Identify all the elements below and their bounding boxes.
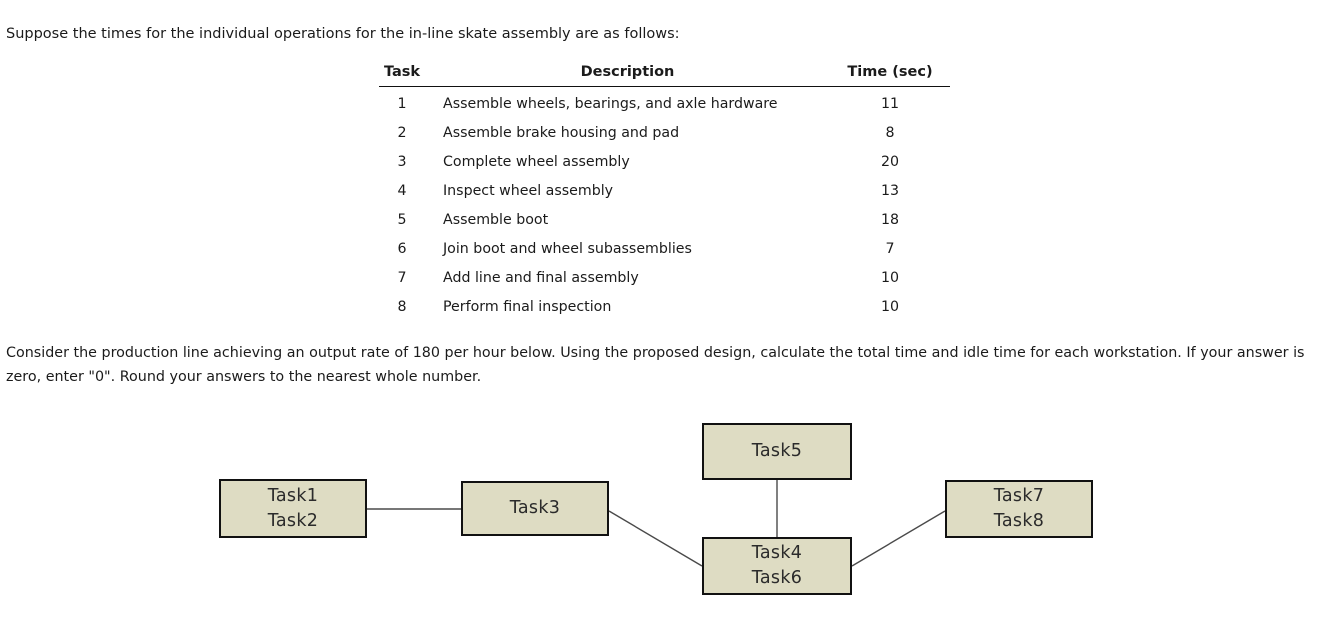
cell-task: 8 xyxy=(397,299,407,315)
diagram-node-station-2[interactable]: Task3 xyxy=(461,481,609,536)
node-label-task7: Task7 xyxy=(993,486,1045,506)
diagram-node-station-3[interactable]: Task5 xyxy=(702,423,852,480)
table-row: 6 Join boot and wheel subassemblies 7 xyxy=(379,235,950,264)
cell-description: Inspect wheel assembly xyxy=(443,183,614,199)
cell-time: 20 xyxy=(880,154,900,170)
cell-task: 6 xyxy=(397,241,407,257)
node-label-task4: Task4 xyxy=(751,543,803,563)
column-header-time: Time (sec) xyxy=(830,64,950,87)
task-time-table: Task Description Time (sec) 1 Assemble w… xyxy=(379,64,950,322)
cell-task: 4 xyxy=(397,183,407,199)
cell-time: 18 xyxy=(880,212,900,228)
table-row: 2 Assemble brake housing and pad 8 xyxy=(379,119,950,148)
node-label-task5: Task5 xyxy=(751,441,803,461)
cell-description: Join boot and wheel subassemblies xyxy=(443,241,692,257)
cell-description: Assemble wheels, bearings, and axle hard… xyxy=(443,96,778,112)
table-row: 4 Inspect wheel assembly 13 xyxy=(379,177,950,206)
node-label-task3: Task3 xyxy=(509,498,561,518)
node-label-task2: Task2 xyxy=(267,510,319,531)
table-header-row: Task Description Time (sec) xyxy=(379,64,950,87)
question-prompt: Consider the production line achieving a… xyxy=(6,341,1312,389)
node-label-task6: Task6 xyxy=(751,568,803,588)
cell-time: 10 xyxy=(880,270,900,286)
cell-task: 3 xyxy=(397,154,407,170)
diagram-connectors xyxy=(367,480,946,567)
connector-station2-station4 xyxy=(608,510,703,567)
cell-time: 10 xyxy=(880,299,900,315)
connector-station4-station5 xyxy=(851,510,946,567)
cell-time: 11 xyxy=(880,96,900,112)
cell-task: 5 xyxy=(397,212,407,228)
node-label-task1: Task1 xyxy=(267,485,319,506)
cell-task: 2 xyxy=(397,125,407,141)
cell-time: 7 xyxy=(885,241,895,257)
cell-description: Complete wheel assembly xyxy=(443,154,630,170)
table-row: 7 Add line and final assembly 10 xyxy=(379,264,950,293)
diagram-node-station-1[interactable]: Task1 Task2 xyxy=(219,479,367,538)
cell-description: Perform final inspection xyxy=(443,299,612,315)
diagram-node-station-4[interactable]: Task4 Task6 xyxy=(702,537,852,595)
node-label-task8: Task8 xyxy=(993,511,1045,531)
cell-task: 7 xyxy=(397,270,407,286)
prompt-line-1: Consider the production line achieving a… xyxy=(6,345,1233,361)
table-row: 5 Assemble boot 18 xyxy=(379,206,950,235)
cell-description: Add line and final assembly xyxy=(443,270,639,286)
prompt-line-2: answer is zero, enter "0". Round your an… xyxy=(6,345,1305,385)
diagram-node-station-5[interactable]: Task7 Task8 xyxy=(945,480,1093,538)
column-header-description: Description xyxy=(425,64,830,87)
cell-time: 13 xyxy=(880,183,900,199)
cell-time: 8 xyxy=(885,125,895,141)
column-header-task: Task xyxy=(379,64,425,87)
table-row: 3 Complete wheel assembly 20 xyxy=(379,148,950,177)
cell-description: Assemble brake housing and pad xyxy=(443,125,680,141)
intro-paragraph: Suppose the times for the individual ope… xyxy=(6,26,680,42)
cell-task: 1 xyxy=(397,96,407,112)
cell-description: Assemble boot xyxy=(443,212,549,228)
workstation-flow-diagram: Task1 Task2 Task3 Task5 Task4 Task6 Task… xyxy=(0,398,1320,633)
table-row: 1 Assemble wheels, bearings, and axle ha… xyxy=(379,87,950,120)
table-row: 8 Perform final inspection 10 xyxy=(379,293,950,322)
